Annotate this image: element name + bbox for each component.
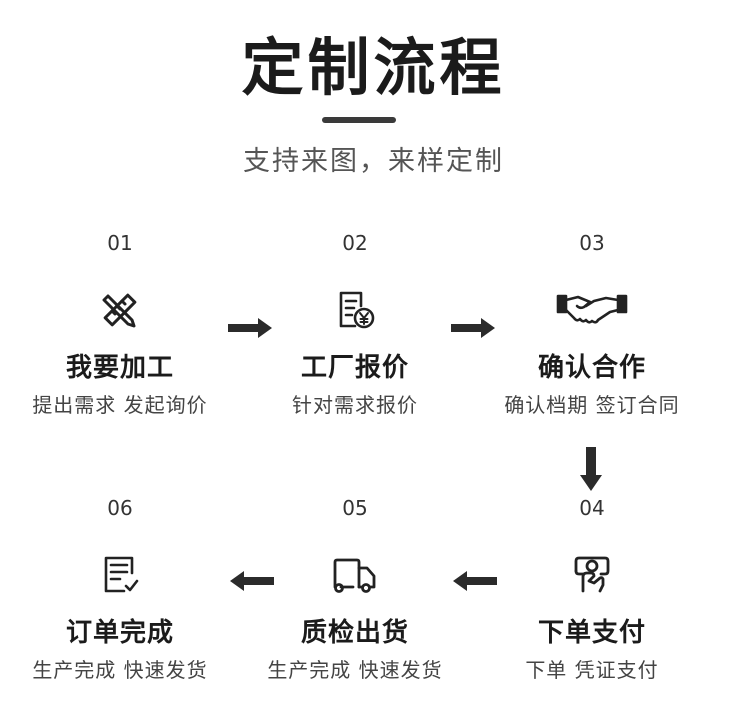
page-subtitle: 支持来图，来样定制 bbox=[243, 146, 504, 177]
arrow-left-icon bbox=[230, 571, 274, 591]
delivery-truck-icon bbox=[240, 545, 470, 605]
order-checklist-icon bbox=[5, 545, 235, 605]
step-04: 04 下单支付 下单 凭证支付 bbox=[477, 493, 707, 685]
step-description: 下单 凭证支付 bbox=[525, 658, 659, 682]
step-01: 01 我要加工 提出需求 发起询价 bbox=[5, 228, 235, 420]
step-description: 确认档期 签订合同 bbox=[504, 393, 680, 417]
step-03: 03 确认合作 确认档期 签订合同 bbox=[477, 228, 707, 420]
step-description: 提出需求 发起询价 bbox=[32, 393, 208, 417]
arrow-down-icon bbox=[580, 447, 602, 491]
step-description: 生产完成 快速发货 bbox=[32, 658, 208, 682]
title-underline bbox=[322, 117, 396, 123]
step-02: 02 工厂报价 针对需求报价 bbox=[240, 228, 470, 420]
arrow-left-icon bbox=[453, 571, 497, 591]
step-title: 确认合作 bbox=[537, 353, 646, 383]
step-number: 03 bbox=[579, 231, 605, 255]
step-title: 质检出货 bbox=[300, 618, 409, 648]
step-number: 04 bbox=[579, 496, 605, 520]
quote-document-yen-icon bbox=[240, 280, 470, 340]
arrow-right-icon bbox=[228, 318, 272, 338]
step-06: 06 订单完成 生产完成 快速发货 bbox=[5, 493, 235, 685]
step-number: 01 bbox=[107, 231, 133, 255]
step-description: 针对需求报价 bbox=[292, 393, 418, 417]
handshake-icon bbox=[477, 280, 707, 340]
step-number: 02 bbox=[342, 231, 368, 255]
payment-hand-icon bbox=[477, 545, 707, 605]
step-description: 生产完成 快速发货 bbox=[267, 658, 443, 682]
page-title: 定制流程 bbox=[241, 31, 506, 104]
step-05: 05 质检出货 生产完成 快速发货 bbox=[240, 493, 470, 685]
step-title: 订单完成 bbox=[65, 618, 174, 648]
step-number: 05 bbox=[342, 496, 368, 520]
step-title: 工厂报价 bbox=[300, 353, 409, 383]
pencil-ruler-icon bbox=[5, 280, 235, 340]
step-title: 我要加工 bbox=[65, 353, 174, 383]
step-number: 06 bbox=[107, 496, 133, 520]
step-title: 下单支付 bbox=[537, 618, 646, 648]
arrow-right-icon bbox=[451, 318, 495, 338]
